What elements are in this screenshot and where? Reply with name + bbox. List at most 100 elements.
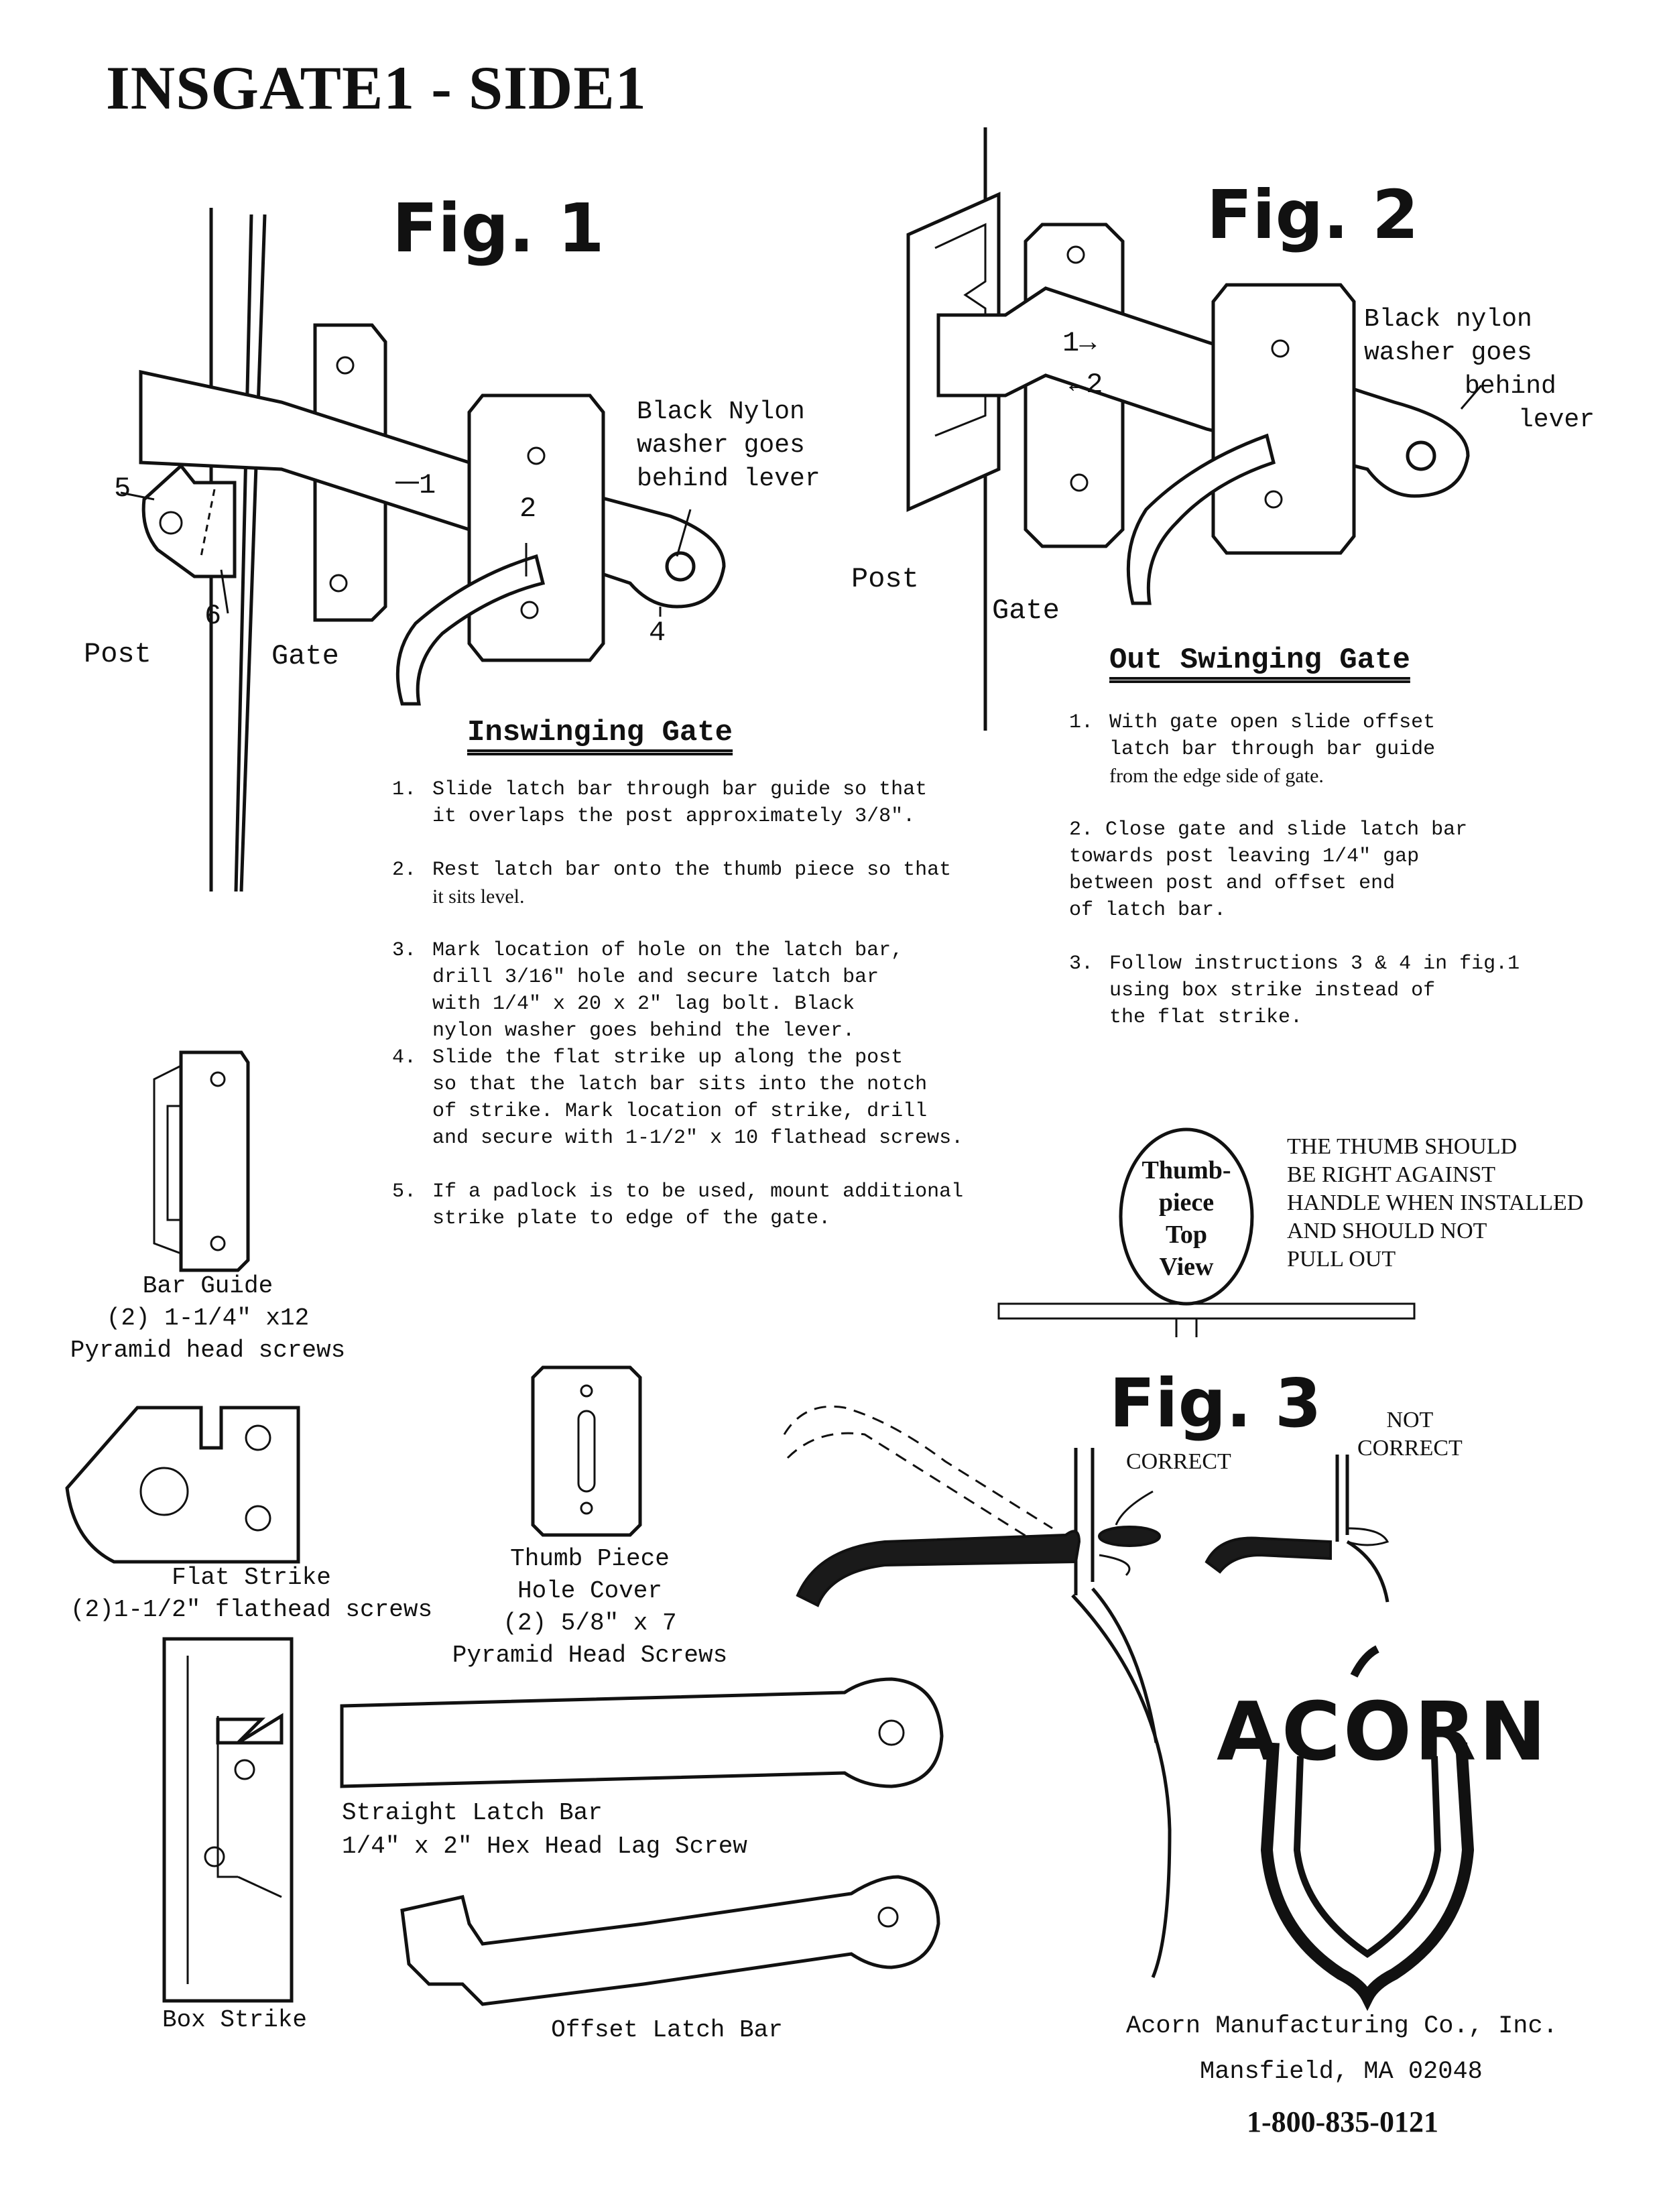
caption-line: Flat Strike — [172, 1564, 331, 1591]
fig1-illustration — [120, 208, 726, 892]
step-num: 5. — [392, 1180, 417, 1203]
label-num: 1 — [1062, 327, 1080, 359]
step-line: of strike. Mark location of strike, dril… — [432, 1100, 928, 1123]
flat-strike-illustration — [65, 1406, 300, 1564]
acorn-logo — [1260, 1645, 1475, 2012]
label-line: NOT — [1386, 1408, 1434, 1432]
fig3-not-correct-label: NOT CORRECT — [1357, 1406, 1463, 1463]
fig1-label-1: 1 — [419, 469, 436, 501]
inswing-step-3: 3. Mark location of hole on the latch ba… — [392, 937, 1022, 1044]
inswing-step-4: 4. Slide the flat strike up along the po… — [392, 1044, 1022, 1152]
step-line: nylon washer goes behind the lever. — [432, 1020, 855, 1042]
step-num: 2. — [1069, 818, 1094, 841]
fig1-title: Fig. 1 — [392, 189, 605, 267]
step-line: with 1/4" x 20 x 2" lag bolt. Black — [432, 993, 855, 1016]
thumbpiece-note: THE THUMB SHOULD BE RIGHT AGAINST HANDLE… — [1287, 1133, 1583, 1274]
step-num: 4. — [392, 1046, 417, 1069]
step-line: so that the latch bar sits into the notc… — [432, 1073, 928, 1096]
step-num: 2. — [392, 859, 417, 881]
fig1-label-post: Post — [84, 638, 151, 670]
box-strike-caption: Box Strike — [162, 2006, 308, 2034]
thumb-cover-illustration — [531, 1365, 642, 1537]
bar-guide-illustration — [153, 1050, 250, 1272]
callout-line: washer goes — [1364, 339, 1532, 367]
step-line: it overlaps the post approximately 3/8". — [432, 805, 916, 828]
callout-line: behind — [1465, 372, 1556, 401]
fig2-label-1: 1→ — [1062, 327, 1097, 359]
callout-line: behind lever — [637, 465, 820, 493]
caption-line: Bar Guide — [142, 1272, 273, 1300]
oval-line: Top — [1166, 1221, 1207, 1249]
caption-line: Pyramid head screws — [70, 1337, 346, 1364]
inswing-step-5: 5. If a padlock is to be used, mount add… — [392, 1178, 1022, 1232]
straight-bar-caption: Straight Latch Bar 1/4" x 2" Hex Head La… — [342, 1796, 747, 1863]
callout-line: lever — [1518, 406, 1595, 434]
fig2-label-gate: Gate — [992, 595, 1060, 627]
company-city: Mansfield, MA 02048 — [1200, 2058, 1483, 2086]
oval-line: View — [1159, 1253, 1214, 1281]
fig2-label-post: Post — [851, 563, 919, 595]
step-line: towards post leaving 1/4" gap — [1069, 845, 1420, 868]
inswing-steps: 1. Slide latch bar through bar guide so … — [392, 776, 1022, 1259]
fig1-label-4: 4 — [649, 617, 666, 649]
fig3-title: Fig. 3 — [1109, 1364, 1322, 1442]
caption-line: (2) 5/8" x 7 — [503, 1609, 677, 1637]
caption-line: Thumb Piece — [510, 1545, 670, 1573]
step-line: With gate open slide offset — [1109, 711, 1436, 734]
step-line: and secure with 1-1/2" x 10 flathead scr… — [432, 1127, 964, 1150]
oval-line: piece — [1158, 1188, 1215, 1217]
step-num: 1. — [392, 778, 417, 801]
step-line: Slide the flat strike up along the post — [432, 1046, 904, 1069]
step-line: it sits level. — [432, 885, 525, 908]
fig2-illustration — [906, 127, 1483, 731]
step-line: Rest latch bar onto the thumb piece so t… — [432, 859, 952, 881]
inswing-heading: Inswinging Gate — [467, 716, 733, 749]
fig2-nylon-callout: Black nylon washer goes behind lever — [1364, 303, 1595, 437]
note-line: BE RIGHT AGAINST — [1287, 1162, 1496, 1187]
caption-line: (2)1-1/2" flathead screws — [70, 1596, 433, 1623]
step-line: Close gate and slide latch bar — [1105, 818, 1468, 841]
step-line: using box strike instead of — [1109, 979, 1436, 1002]
caption-line: Pyramid Head Screws — [452, 1642, 728, 1669]
step-num: 1. — [1069, 711, 1094, 734]
box-strike-illustration — [162, 1637, 294, 2003]
fig2-label-2: ←2 — [1069, 369, 1103, 401]
outswing-step-1: 1. With gate open slide offset latch bar… — [1069, 709, 1579, 790]
callout-line: washer goes — [637, 431, 805, 460]
step-line: Follow instructions 3 & 4 in fig.1 — [1109, 953, 1520, 975]
step-num: 3. — [392, 939, 417, 962]
step-line: Slide latch bar through bar guide so tha… — [432, 778, 928, 801]
step-line: If a padlock is to be used, mount additi… — [432, 1180, 964, 1203]
label-num: 2 — [1086, 369, 1103, 401]
outswing-steps: 1. With gate open slide offset latch bar… — [1069, 709, 1579, 1058]
step-line: between post and offset end — [1069, 872, 1396, 895]
note-line: PULL OUT — [1287, 1247, 1396, 1272]
inswing-step-2: 2. Rest latch bar onto the thumb piece s… — [392, 857, 1022, 910]
flat-strike-caption: Flat Strike (2)1-1/2" flathead screws — [57, 1562, 446, 1626]
fig2-title: Fig. 2 — [1207, 176, 1419, 254]
step-line: from the edge side of gate. — [1109, 765, 1324, 787]
outswing-heading: Out Swinging Gate — [1109, 643, 1410, 677]
caption-line: (2) 1-1/4" x12 — [106, 1304, 310, 1332]
step-line: the flat strike. — [1109, 1006, 1303, 1029]
oval-line: Thumb- — [1141, 1156, 1231, 1184]
fig3-illustration — [783, 1405, 1390, 1978]
thumbpiece-oval-text: Thumb- piece Top View — [1126, 1154, 1247, 1283]
step-line: Mark location of hole on the latch bar, — [432, 939, 904, 962]
offset-bar-caption: Offset Latch Bar — [551, 2016, 783, 2044]
fig3-correct-label: CORRECT — [1126, 1449, 1231, 1474]
fig1-nylon-callout: Black Nylon washer goes behind lever — [637, 395, 820, 496]
thumb-cover-caption: Thumb Piece Hole Cover (2) 5/8" x 7 Pyra… — [442, 1543, 737, 1672]
offset-latch-bar-illustration — [400, 1875, 940, 2006]
bar-guide-caption: Bar Guide (2) 1-1/4" x12 Pyramid head sc… — [67, 1270, 349, 1367]
company-phone: 1-800-835-0121 — [1247, 2105, 1438, 2138]
acorn-logo-text: ACORN — [1217, 1686, 1549, 1779]
outswing-step-2: 2. Close gate and slide latch bar toward… — [1069, 816, 1579, 924]
fig1-label-gate: Gate — [271, 640, 339, 672]
note-line: THE THUMB SHOULD — [1287, 1134, 1518, 1159]
outswing-step-3: 3. Follow instructions 3 & 4 in fig.1 us… — [1069, 950, 1579, 1031]
page-title: INSGATE1 - SIDE1 — [106, 54, 647, 122]
company-name: Acorn Manufacturing Co., Inc. — [1126, 2012, 1558, 2040]
step-line: drill 3/16" hole and secure latch bar — [432, 966, 879, 989]
